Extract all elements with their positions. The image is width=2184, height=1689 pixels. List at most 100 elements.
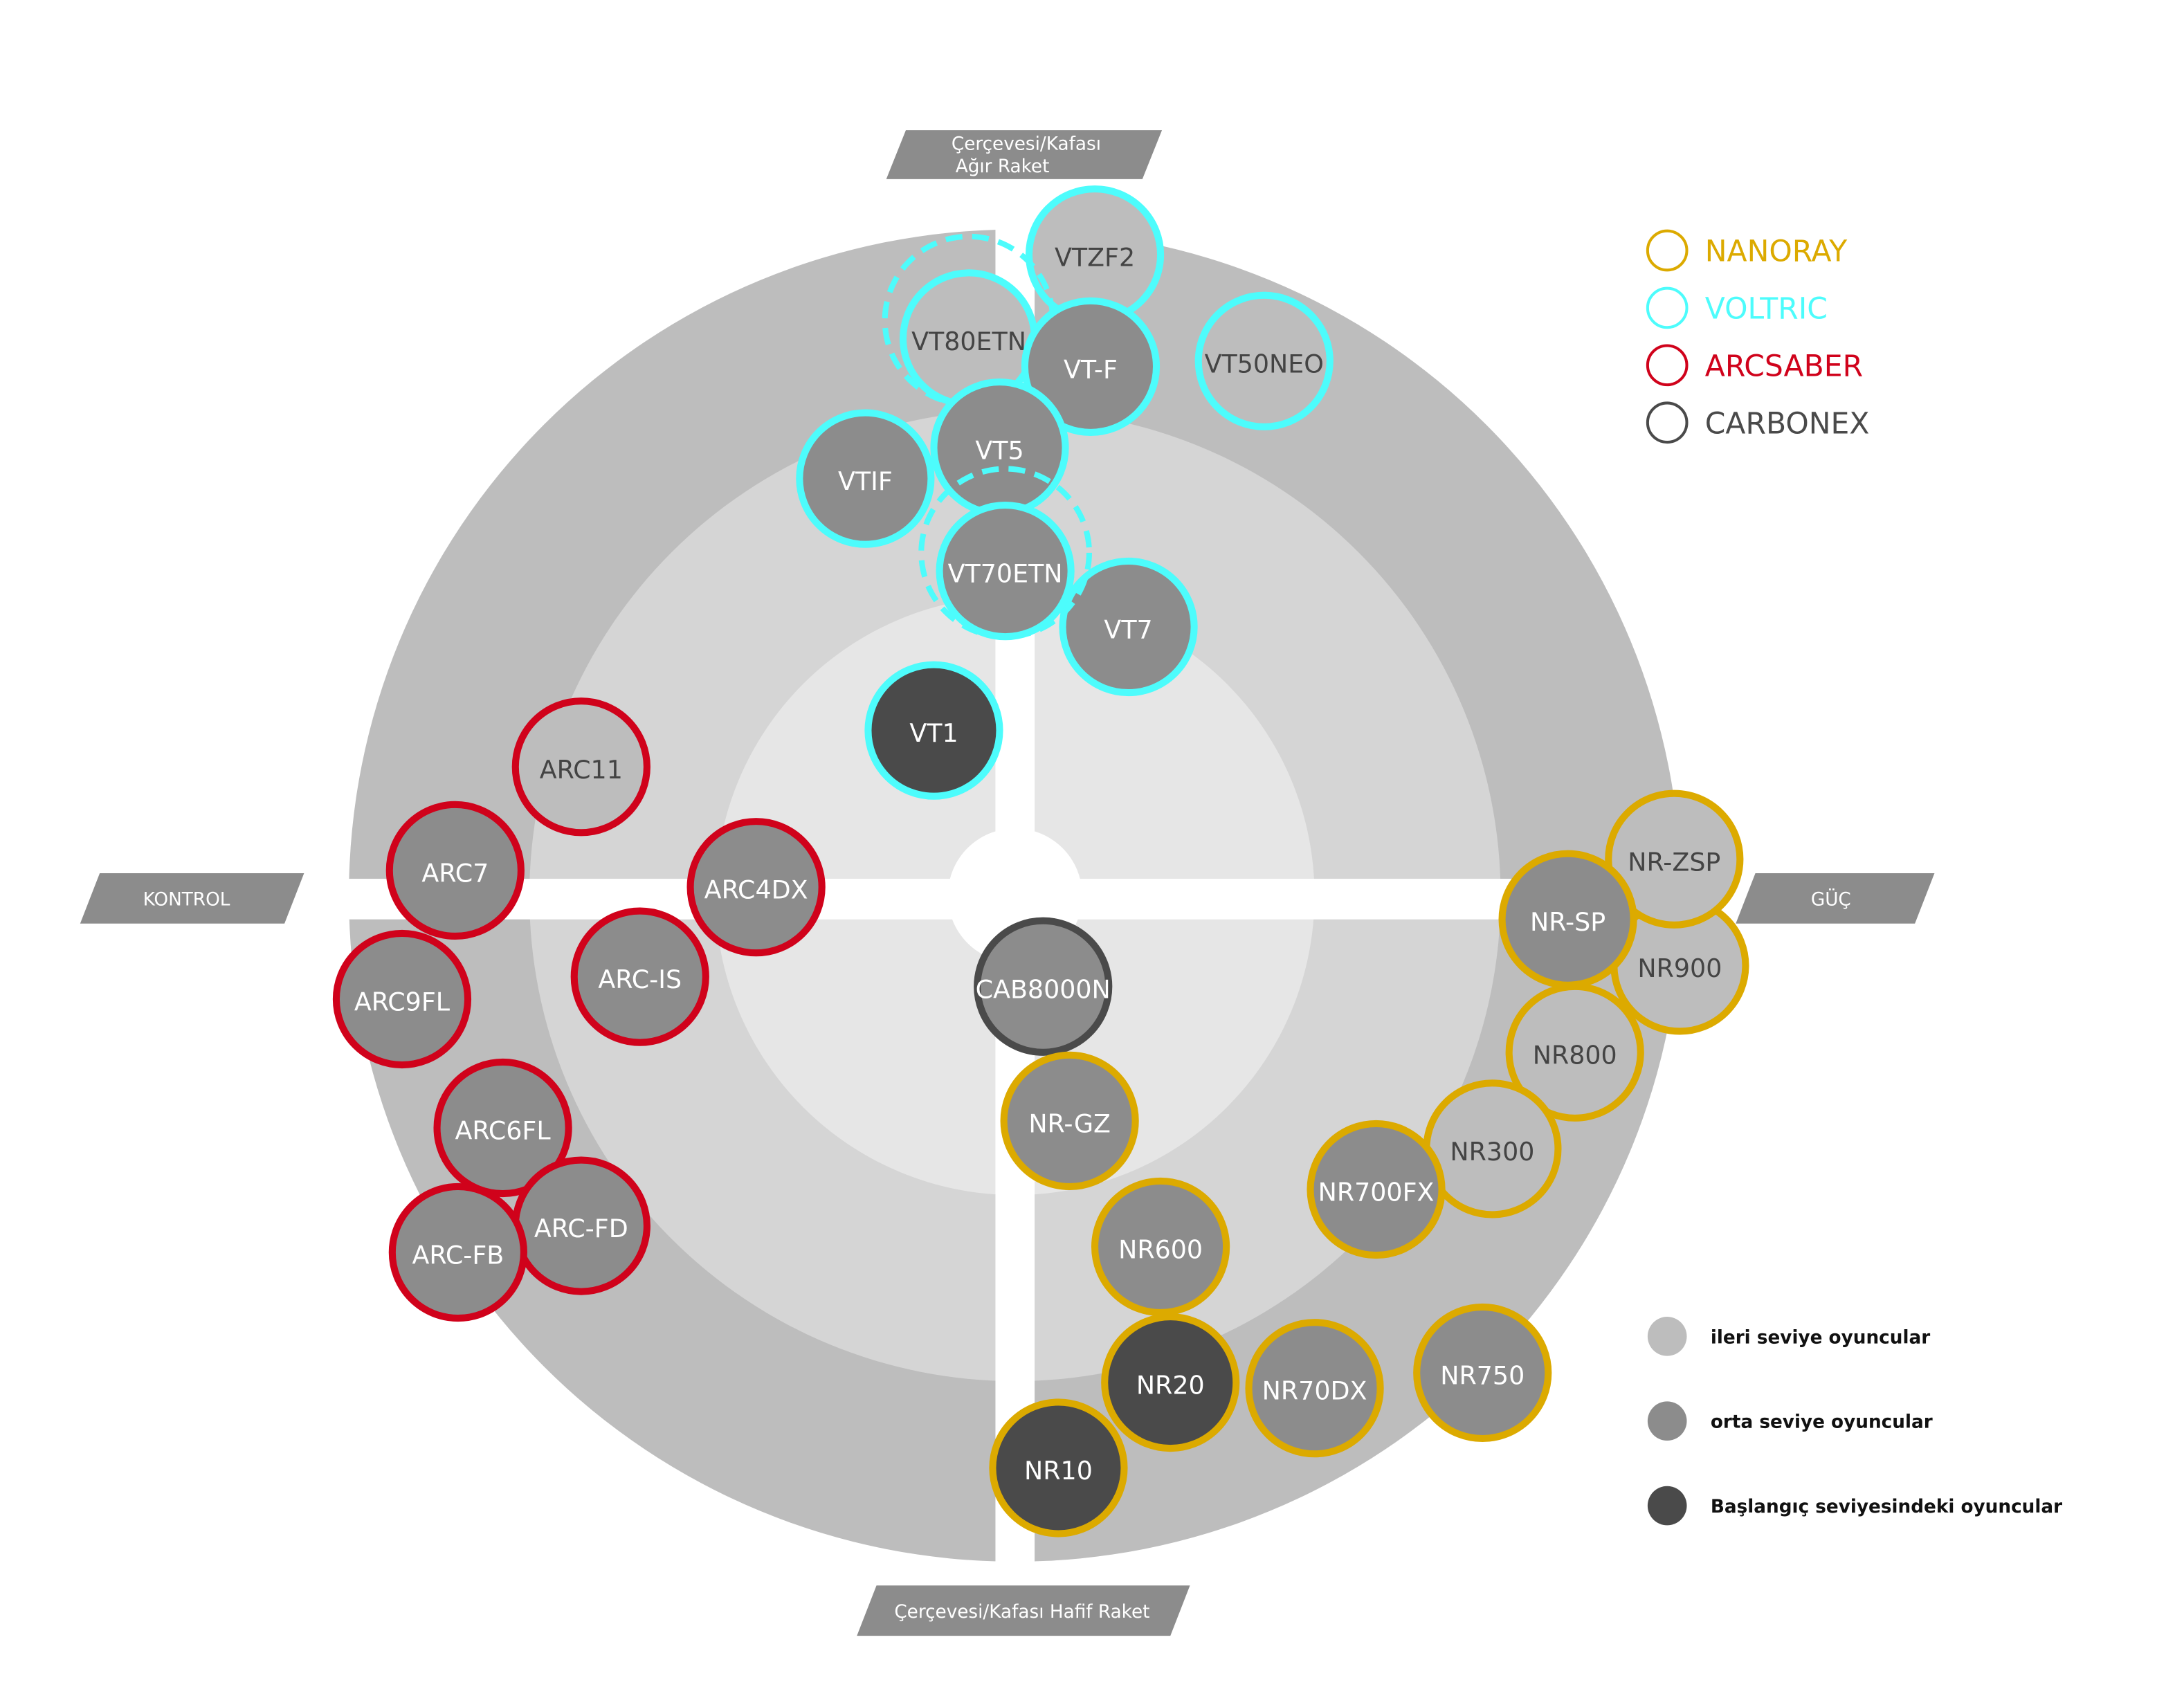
racket-label: VTIF bbox=[838, 466, 893, 496]
racket-circle bbox=[1021, 297, 1161, 436]
level-swatch-icon bbox=[1647, 1401, 1687, 1441]
racket-node-vt7: VT7 bbox=[1059, 557, 1198, 697]
racket-label: NR-SP bbox=[1530, 907, 1605, 937]
racket-circle bbox=[989, 1398, 1128, 1537]
brand-legend-item-arcsaber: ARCSABER bbox=[1646, 344, 1863, 387]
racket-node-arc4dx: ARC4DX bbox=[686, 818, 826, 957]
brand-legend: NANORAY VOLTRIC ARCSABER CARBONEX bbox=[1646, 229, 1870, 444]
racket-label: ARC-FD bbox=[534, 1214, 628, 1243]
axis-label-bottom: Çerçevesi/Kafası Hafif Raket bbox=[894, 1602, 1149, 1623]
racket-label: ARC4DX bbox=[704, 875, 808, 905]
racket-circle bbox=[385, 801, 525, 940]
racket-node-nr-zsp: NR-ZSP bbox=[1605, 789, 1744, 929]
racket-label: ARC-IS bbox=[598, 965, 682, 994]
axis-label-left: KONTROL bbox=[143, 889, 230, 910]
racket-label: VT50NEO bbox=[1205, 349, 1324, 378]
racket-node-nr10: NR10 bbox=[989, 1398, 1128, 1537]
axis-label-right: GÜÇ bbox=[1811, 888, 1851, 910]
racket-label: ARC9FL bbox=[354, 987, 451, 1017]
racket-label: VT80ETN bbox=[911, 327, 1026, 356]
racket-circle bbox=[1307, 1120, 1446, 1259]
racket-node-arc6fl: ARC6FL bbox=[433, 1058, 572, 1198]
racket-node-arc9fl: ARC9FL bbox=[332, 929, 472, 1069]
level-legend-item: Başlangıç seviyesindeki oyuncular bbox=[1647, 1486, 2062, 1526]
racket-circle bbox=[1101, 1313, 1240, 1452]
racket-label: NR20 bbox=[1136, 1371, 1205, 1400]
racket-circle bbox=[1059, 557, 1198, 697]
racket-label: ARC-FB bbox=[412, 1241, 504, 1270]
level-legend-label: orta seviye oyuncular bbox=[1711, 1412, 1933, 1433]
racket-circle bbox=[511, 697, 650, 837]
racket-label: VTZF2 bbox=[1055, 243, 1135, 273]
racket-node-nr700fx: NR700FX bbox=[1307, 1120, 1446, 1259]
brand-legend-item-voltric: VOLTRIC bbox=[1646, 286, 1828, 329]
level-swatch-icon bbox=[1647, 1486, 1687, 1526]
level-legend: ileri seviye oyuncular orta seviye oyuncu… bbox=[1647, 1317, 2062, 1526]
racket-circle bbox=[864, 661, 1003, 800]
racket-label: ARC11 bbox=[540, 755, 623, 785]
racket-node-nr300: NR300 bbox=[1423, 1079, 1562, 1218]
axis-label-top-line1: Çerçevesi/Kafası bbox=[952, 134, 1101, 154]
racket-circle bbox=[974, 917, 1113, 1056]
racket-label: NR700FX bbox=[1318, 1178, 1435, 1207]
racket-circle bbox=[570, 907, 709, 1046]
racket-label: NR800 bbox=[1533, 1040, 1617, 1070]
racket-label: NR-GZ bbox=[1028, 1108, 1111, 1138]
brand-legend-label: VOLTRIC bbox=[1705, 292, 1828, 326]
racket-circle bbox=[796, 409, 935, 548]
racket-node-arc-is: ARC-IS bbox=[570, 907, 709, 1046]
brand-swatch-icon bbox=[1646, 401, 1689, 444]
racket-node-arc-fb: ARC-FB bbox=[388, 1183, 527, 1322]
racket-label: CAB8000N bbox=[976, 974, 1111, 1004]
axis-tag-top: Çerçevesi/Kafası Ağır Raket bbox=[886, 130, 1163, 179]
racket-label: VT-F bbox=[1064, 354, 1118, 384]
level-legend-label: Başlangıç seviyesindeki oyuncular bbox=[1711, 1497, 2062, 1517]
racket-dashed-ring bbox=[918, 466, 1093, 640]
racket-label: NR300 bbox=[1450, 1137, 1534, 1167]
racket-node-vtif: VTIF bbox=[796, 409, 935, 548]
axis-tag-left: KONTROL bbox=[80, 873, 304, 924]
racket-node-cab8000n: CAB8000N bbox=[974, 917, 1113, 1056]
racket-label: VT5 bbox=[975, 436, 1023, 466]
axis-tag-right: GÜÇ bbox=[1736, 873, 1935, 924]
brand-legend-item-nanoray: NANORAY bbox=[1646, 229, 1848, 272]
level-legend-label: ileri seviye oyuncular bbox=[1711, 1327, 1930, 1348]
racket-node-vtzf2: VTZF2 bbox=[1025, 185, 1165, 325]
racket-node-arc7: ARC7 bbox=[385, 801, 525, 940]
racket-label: ARC6FL bbox=[455, 1116, 552, 1146]
racket-node-nr-sp: NR-SP bbox=[1498, 850, 1637, 989]
racket-circle bbox=[686, 818, 826, 957]
racket-circle bbox=[936, 502, 1075, 641]
racket-node-arc11: ARC11 bbox=[511, 697, 650, 837]
racket-node-nr600: NR600 bbox=[1091, 1177, 1230, 1317]
racket-label: NR750 bbox=[1440, 1360, 1525, 1390]
racket-label: NR10 bbox=[1024, 1456, 1093, 1486]
racket-circle bbox=[1505, 983, 1644, 1122]
level-legend-item: ileri seviye oyuncular bbox=[1647, 1317, 1930, 1356]
racket-node-nr750: NR750 bbox=[1413, 1303, 1552, 1443]
racket-circle bbox=[332, 929, 472, 1069]
racket-circle bbox=[388, 1183, 527, 1322]
racket-label: VT7 bbox=[1104, 615, 1152, 645]
racket-circle bbox=[1091, 1177, 1230, 1317]
racket-node-nr20: NR20 bbox=[1101, 1313, 1240, 1452]
racket-label: NR-ZSP bbox=[1628, 847, 1720, 877]
axis-label-top-line2: Ağır Raket bbox=[956, 156, 1050, 177]
racket-label: NR900 bbox=[1637, 953, 1722, 983]
racket-circle bbox=[433, 1058, 572, 1198]
racket-node-vt-f: VT-F bbox=[1021, 297, 1161, 436]
brand-legend-label: CARBONEX bbox=[1705, 407, 1870, 441]
brand-legend-label: NANORAY bbox=[1705, 235, 1848, 269]
racket-label: VT70ETN bbox=[948, 559, 1063, 589]
brand-swatch-icon bbox=[1646, 344, 1689, 387]
racket-node-vt1: VT1 bbox=[864, 661, 1003, 800]
racket-node-vt5: VT5 bbox=[930, 378, 1069, 518]
level-swatch-icon bbox=[1647, 1317, 1687, 1356]
axis-tag-bottom: Çerçevesi/Kafası Hafif Raket bbox=[857, 1585, 1190, 1636]
racket-circle bbox=[1000, 1051, 1139, 1191]
racket-node-arc-fd: ARC-FD bbox=[511, 1156, 650, 1295]
racket-node-vt70etn: VT70ETN bbox=[918, 466, 1093, 641]
racket-node-nr800: NR800 bbox=[1505, 983, 1644, 1122]
